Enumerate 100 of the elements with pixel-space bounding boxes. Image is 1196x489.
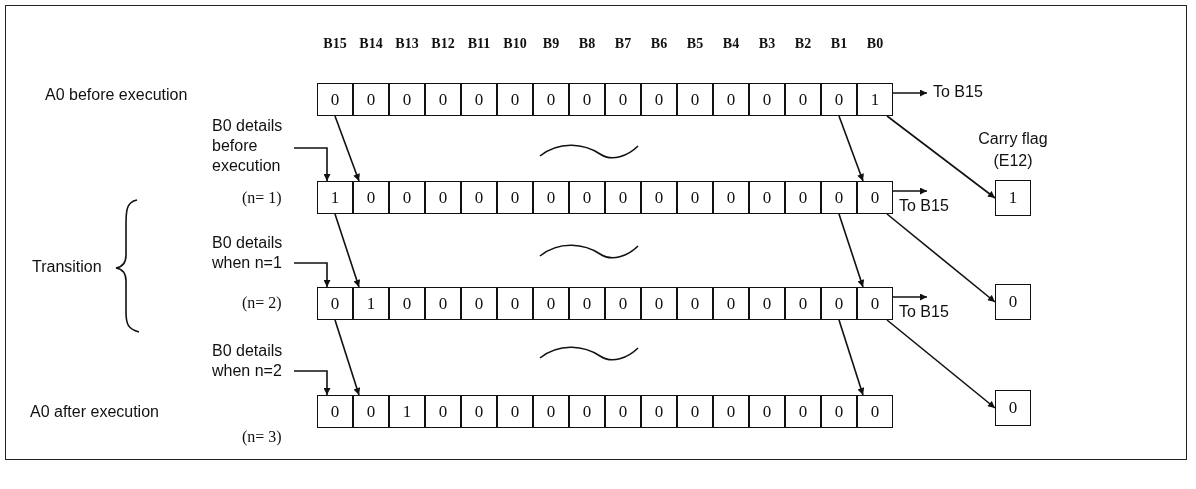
arrow (838, 319, 865, 396)
bit-cell: 0 (785, 83, 821, 116)
bit-cell: 0 (713, 287, 749, 320)
leader-text: B0 details when n=2 (212, 341, 294, 381)
carry-flag-box: 0 (995, 390, 1031, 426)
bit-label: B7 (613, 36, 633, 52)
bit-label: B2 (793, 36, 813, 52)
carry-flag-box: 1 (995, 180, 1031, 216)
bit-cell: 0 (353, 395, 389, 428)
bit-cell: 1 (353, 287, 389, 320)
bit-cell: 0 (641, 287, 677, 320)
bit-cell: 0 (389, 83, 425, 116)
bit-label: B12 (430, 36, 456, 52)
bit-cell: 0 (425, 395, 461, 428)
bit-cell: 0 (425, 287, 461, 320)
bit-label: B13 (394, 36, 420, 52)
arrow (293, 370, 331, 396)
bit-cell: 0 (497, 181, 533, 214)
bit-cell: 0 (461, 181, 497, 214)
bit-cell: 0 (677, 395, 713, 428)
bit-cell: 0 (821, 181, 857, 214)
bit-cell: 0 (533, 83, 569, 116)
edge-label: To B15 (899, 197, 949, 215)
bit-cell: 0 (785, 395, 821, 428)
arrow (838, 115, 864, 182)
bit-cell: 0 (353, 181, 389, 214)
bit-cell: 0 (569, 287, 605, 320)
leader-text: B0 details before execution (212, 116, 294, 176)
bit-cell: 0 (713, 395, 749, 428)
arrow (838, 213, 865, 288)
bit-cell: 0 (713, 181, 749, 214)
bit-cell: 0 (785, 287, 821, 320)
bit-cell: 0 (749, 395, 785, 428)
bit-cell: 0 (677, 181, 713, 214)
bit-label: B14 (358, 36, 384, 52)
bit-cell: 0 (461, 395, 497, 428)
arrow (892, 89, 928, 97)
bit-cell: 0 (821, 287, 857, 320)
bit-cell: 1 (389, 395, 425, 428)
bit-label: B5 (685, 36, 705, 52)
bit-cell: 0 (821, 83, 857, 116)
edge-label: To B15 (899, 303, 949, 321)
bit-label: B11 (466, 36, 492, 52)
leader-text: B0 details when n=1 (212, 233, 294, 273)
bit-cell: 0 (389, 181, 425, 214)
bit-label: B3 (757, 36, 777, 52)
bit-cell: 0 (533, 287, 569, 320)
arrow (886, 213, 996, 303)
bit-cell: 0 (749, 181, 785, 214)
bit-cell: 0 (461, 287, 497, 320)
register-label: A0 after execution (30, 403, 159, 421)
bit-cell: 0 (533, 395, 569, 428)
arrow (334, 115, 360, 182)
bit-label: B10 (502, 36, 528, 52)
bit-cell: 0 (749, 287, 785, 320)
arrow (886, 115, 996, 199)
bit-cell: 1 (857, 83, 893, 116)
bit-cell: 0 (713, 83, 749, 116)
bit-cell: 0 (533, 181, 569, 214)
bit-cell: 0 (461, 83, 497, 116)
step-label: (n= 1) (242, 189, 282, 207)
bit-cell: 0 (641, 83, 677, 116)
bit-cell: 0 (569, 83, 605, 116)
bit-cell: 0 (389, 287, 425, 320)
arrow (886, 319, 996, 409)
bit-label: B6 (649, 36, 669, 52)
bit-cell: 0 (569, 395, 605, 428)
arrow (293, 147, 331, 182)
bit-cell: 0 (497, 395, 533, 428)
bit-cell: 0 (857, 287, 893, 320)
bit-cell: 0 (677, 83, 713, 116)
step-label: (n= 3) (242, 428, 282, 446)
group-label: Transition (32, 258, 102, 276)
carry-flag-heading: Carry flag (E12) (977, 129, 1049, 171)
step-label: (n= 2) (242, 294, 282, 312)
bit-cell: 0 (605, 83, 641, 116)
bit-label: B4 (721, 36, 741, 52)
carry-flag-box: 0 (995, 284, 1031, 320)
arrow (892, 187, 928, 195)
bit-cell: 0 (749, 83, 785, 116)
bit-cell: 0 (569, 181, 605, 214)
bit-cell: 0 (857, 181, 893, 214)
bit-cell: 0 (425, 83, 461, 116)
bit-cell: 0 (605, 181, 641, 214)
bit-cell: 0 (641, 181, 677, 214)
arrow (892, 293, 928, 301)
bit-cell: 0 (497, 83, 533, 116)
bit-cell: 1 (317, 181, 353, 214)
bit-label: B15 (322, 36, 348, 52)
arrow (334, 319, 361, 396)
bit-label: B9 (541, 36, 561, 52)
arrow (334, 213, 361, 288)
bit-cell: 0 (785, 181, 821, 214)
bit-cell: 0 (317, 287, 353, 320)
bit-cell: 0 (605, 287, 641, 320)
bit-label: B0 (865, 36, 885, 52)
bit-cell: 0 (641, 395, 677, 428)
arrow (293, 262, 331, 288)
register-label: A0 before execution (45, 86, 188, 104)
bit-cell: 0 (821, 395, 857, 428)
